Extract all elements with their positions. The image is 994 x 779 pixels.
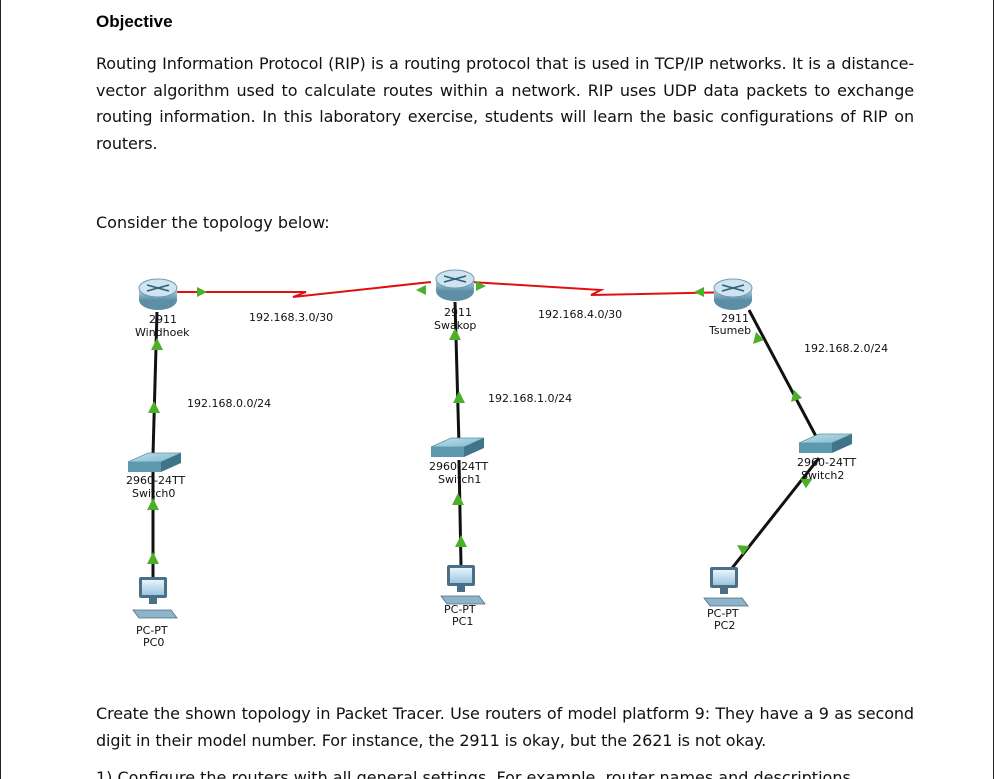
pc-2-model: PC-PT: [707, 607, 739, 620]
truncated-list-item-text: 1) Configure the routers with all genera…: [96, 768, 851, 779]
switch-0-model: 2960-24TT: [126, 474, 185, 487]
serial-link-swakop-tsumeb: [470, 281, 737, 296]
router-windhoek-model: 2911: [149, 313, 177, 326]
switch-1-model: 2960-24TT: [429, 460, 488, 473]
router-tsumeb: [713, 278, 753, 310]
switch-2: [798, 433, 853, 453]
router-tsumeb-model: 2911: [721, 312, 749, 325]
switch-2-name: Switch2: [801, 469, 844, 482]
truncated-list-item: 1) Configure the routers with all genera…: [96, 767, 914, 779]
switch-0-name: Switch0: [132, 487, 175, 500]
network-label-lan2: 192.168.2.0/24: [804, 342, 888, 355]
pc-1-model: PC-PT: [444, 603, 476, 616]
link-status-indicators: [147, 281, 813, 564]
router-swakop-name: Swakop: [434, 319, 476, 332]
switch-1-name: Switch1: [438, 473, 481, 486]
topology-intro-text: Consider the topology below:: [96, 213, 330, 232]
pc-1: [440, 565, 486, 605]
router-swakop: [435, 269, 475, 301]
section-heading: Objective: [96, 12, 173, 31]
pc-0-model: PC-PT: [136, 624, 168, 637]
router-tsumeb-name: Tsumeb: [708, 324, 751, 337]
pc-2-name: PC2: [714, 619, 735, 632]
switch-0: [127, 452, 182, 472]
router-windhoek: [138, 278, 178, 310]
network-label-wan-right: 192.168.4.0/30: [538, 308, 622, 321]
router-windhoek-name: Windhoek: [135, 326, 190, 339]
serial-link-windhoek-swakop: [161, 281, 432, 298]
pc-0-name: PC0: [143, 636, 164, 649]
switch-1: [430, 437, 485, 457]
switch-2-model: 2960-24TT: [797, 456, 856, 469]
pc-2: [703, 567, 749, 607]
instructions-paragraph: Create the shown topology in Packet Trac…: [96, 704, 914, 750]
network-label-lan1: 192.168.1.0/24: [488, 392, 572, 405]
pc-1-name: PC1: [452, 615, 473, 628]
intro-paragraph: Routing Information Protocol (RIP) is a …: [96, 54, 914, 153]
ethernet-links: [151, 301, 821, 592]
router-swakop-model: 2911: [444, 306, 472, 319]
network-label-wan-left: 192.168.3.0/30: [249, 311, 333, 324]
network-label-lan0: 192.168.0.0/24: [187, 397, 271, 410]
pc-0: [132, 577, 178, 619]
